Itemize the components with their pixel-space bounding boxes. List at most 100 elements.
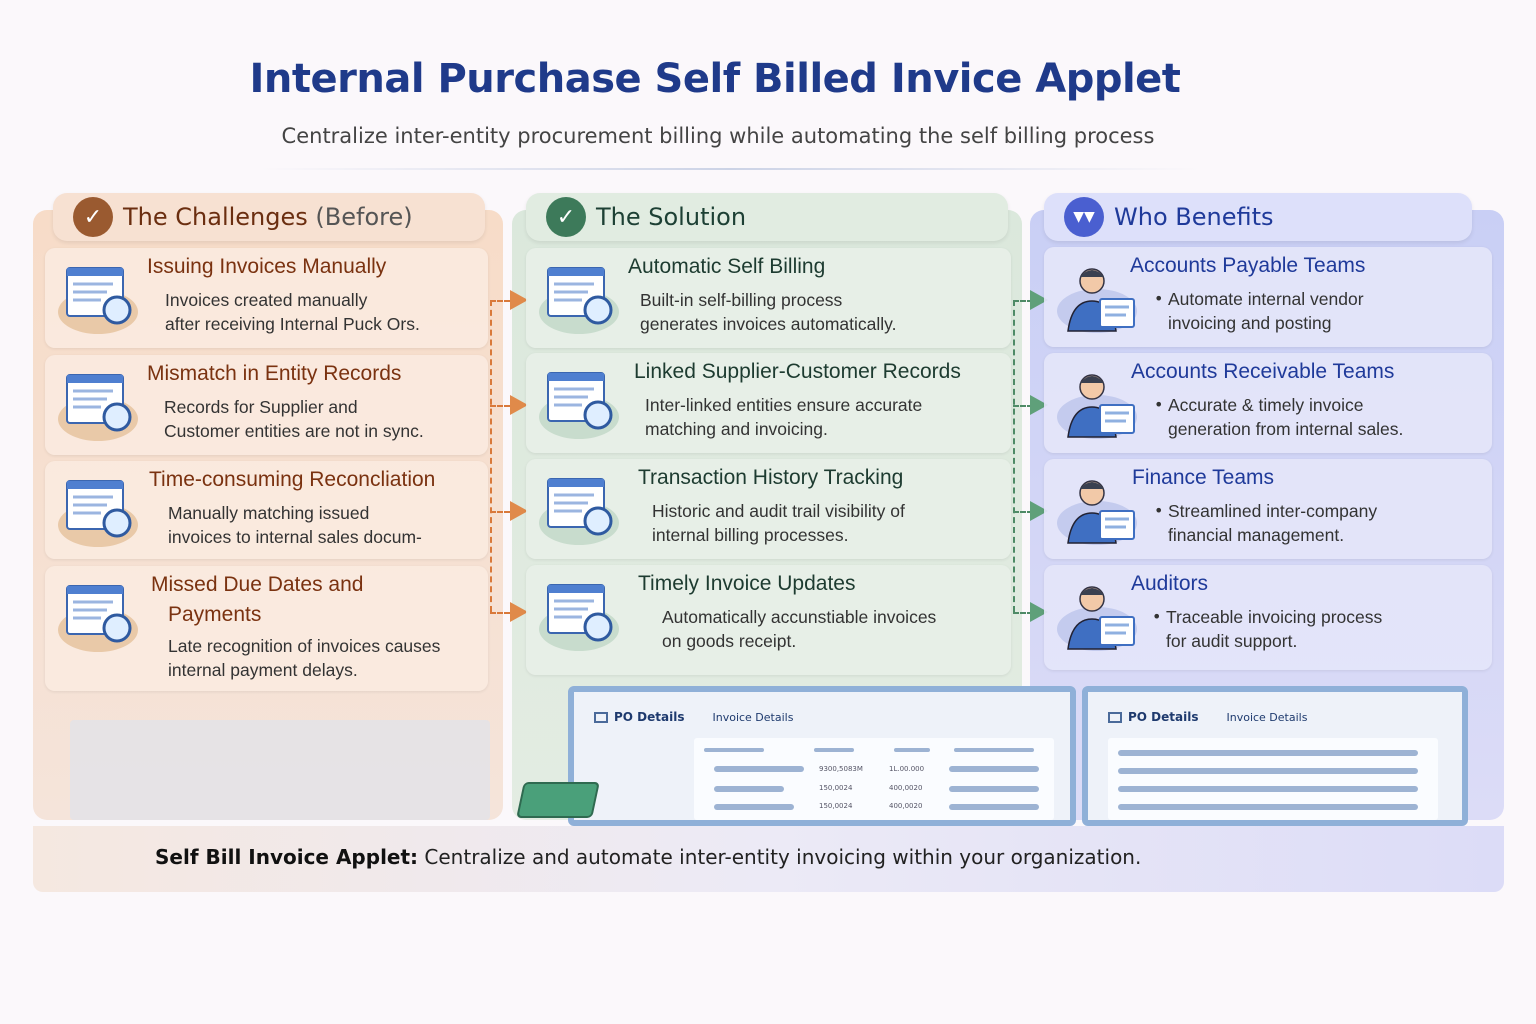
arrow-right-icon	[1030, 602, 1048, 622]
table-row-bar	[714, 766, 804, 772]
arrow-right-icon	[1030, 501, 1048, 521]
card-title: Linked Supplier-Customer Records	[634, 360, 961, 383]
po-details-tab[interactable]: PO Details	[614, 710, 685, 724]
card-description: after receiving Internal Puck Ors.	[165, 314, 420, 334]
arrow-right-icon	[510, 501, 528, 521]
table-header-bar	[814, 748, 854, 752]
bullet-icon: •	[1154, 395, 1164, 414]
background-app-screen	[70, 720, 490, 820]
card-description: for audit support.	[1166, 631, 1298, 651]
app-screen-po-details: PO Details Invoice Details 9300,5083M 1L…	[568, 686, 1076, 826]
person-tablet-icon	[1054, 365, 1140, 441]
benefits-header: ▼▼ Who Benefits	[1044, 193, 1472, 241]
card-title: Finance Teams	[1132, 466, 1275, 489]
check-circle-icon: ✓	[546, 197, 586, 237]
divider	[260, 168, 1200, 170]
challenges-title-suffix: (Before)	[315, 203, 413, 231]
footer-text: Self Bill Invoice Applet: Centralize and…	[155, 845, 1141, 869]
card-description: Streamlined inter-company	[1168, 501, 1378, 521]
person-laptop-icon	[1054, 471, 1140, 547]
solution-header: ✓ The Solution	[526, 193, 1008, 241]
connector-line-left	[490, 300, 492, 612]
card-title: Auditors	[1131, 572, 1209, 595]
table-cell: 150,0024	[819, 802, 853, 810]
card-description: invoices to internal sales docum-	[168, 527, 422, 547]
table-cell: 1L.00.000	[889, 765, 925, 773]
invoice-documents-icon	[55, 260, 141, 336]
card-description: Invoices created manually	[165, 290, 368, 310]
check-circle-icon: ✓	[73, 197, 113, 237]
po-table: 9300,5083M 1L.00.000 150,0024 400,0020 1…	[694, 738, 1054, 820]
arrow-right-icon	[1030, 395, 1048, 415]
linked-records-icon	[536, 365, 622, 441]
page-subtitle: Centralize inter-entity procurement bill…	[281, 124, 1155, 148]
table-row-bar	[949, 766, 1039, 772]
arrow-right-icon	[510, 290, 528, 310]
card-description: financial management.	[1168, 525, 1345, 545]
card-description: Late recognition of invoices causes	[168, 636, 441, 656]
warning-documents-icon	[55, 473, 141, 549]
table-row-bar	[949, 786, 1039, 792]
card-title: Missed Due Dates and	[151, 573, 364, 596]
card-description: Built-in self-billing process	[640, 290, 843, 310]
connector-line-right	[1013, 300, 1015, 612]
app-screen-invoice-details: PO Details Invoice Details	[1082, 686, 1468, 826]
money-stack-icon	[516, 782, 600, 818]
table-header-bar	[704, 748, 764, 752]
card-title: Automatic Self Billing	[628, 255, 826, 278]
card-title: Issuing Invoices Manually	[147, 255, 387, 278]
table-cell: 9300,5083M	[819, 765, 863, 773]
challenges-title: The Challenges	[123, 203, 308, 231]
person-documents-icon	[1054, 259, 1140, 335]
magnifier-records-icon	[55, 367, 141, 443]
document-icon	[1108, 711, 1122, 723]
table-row-bar	[1118, 750, 1418, 756]
table-row-bar	[714, 804, 794, 810]
auto-invoice-icon	[536, 260, 622, 336]
table-cell: 400,0020	[889, 784, 923, 792]
table-row-bar	[949, 804, 1039, 810]
person-clipboard-icon	[1054, 577, 1140, 653]
card-description: Automate internal vendor	[1168, 289, 1364, 309]
connector-branch	[1013, 612, 1033, 614]
footer-label: Self Bill Invoice Applet:	[155, 845, 419, 869]
card-title: Time-consuming Reconcliation	[149, 468, 436, 491]
card-title: Transaction History Tracking	[638, 466, 904, 489]
card-description: Historic and audit trail visibility of	[652, 501, 905, 521]
benefits-title: Who Benefits	[1114, 203, 1274, 231]
table-cell: 150,0024	[819, 784, 853, 792]
bullet-icon: •	[1152, 607, 1162, 626]
card-title-line2: Payments	[168, 603, 262, 626]
invoice-details-tab[interactable]: Invoice Details	[712, 710, 794, 724]
card-title: Accounts Payable Teams	[1130, 254, 1366, 277]
invoice-details-tab[interactable]: Invoice Details	[1226, 710, 1308, 724]
footer-band	[33, 826, 1504, 892]
card-description: on goods receipt.	[662, 631, 797, 651]
invoice-table	[1108, 738, 1438, 820]
arrow-right-icon	[510, 602, 528, 622]
chevrons-down-circle-icon: ▼▼	[1064, 197, 1104, 237]
connector-branch	[1013, 511, 1033, 513]
card-description: Customer entities are not in sync.	[164, 421, 424, 441]
connector-branch	[490, 300, 510, 302]
table-row-bar	[1118, 786, 1418, 792]
po-details-tab[interactable]: PO Details	[1128, 710, 1199, 724]
card-description: Records for Supplier and	[164, 397, 358, 417]
page-title: Internal Purchase Self Billed Invice App…	[249, 56, 1181, 102]
card-description: Traceable invoicing process	[1166, 607, 1383, 627]
card-description: Automatically accunstiable invoices	[662, 607, 937, 627]
table-header-bar	[894, 748, 930, 752]
solution-title: The Solution	[596, 203, 747, 231]
card-description: matching and invoicing.	[645, 419, 828, 439]
card-description: invoicing and posting	[1168, 313, 1332, 333]
connector-branch	[1013, 405, 1033, 407]
clock-invoice-icon	[536, 577, 622, 653]
